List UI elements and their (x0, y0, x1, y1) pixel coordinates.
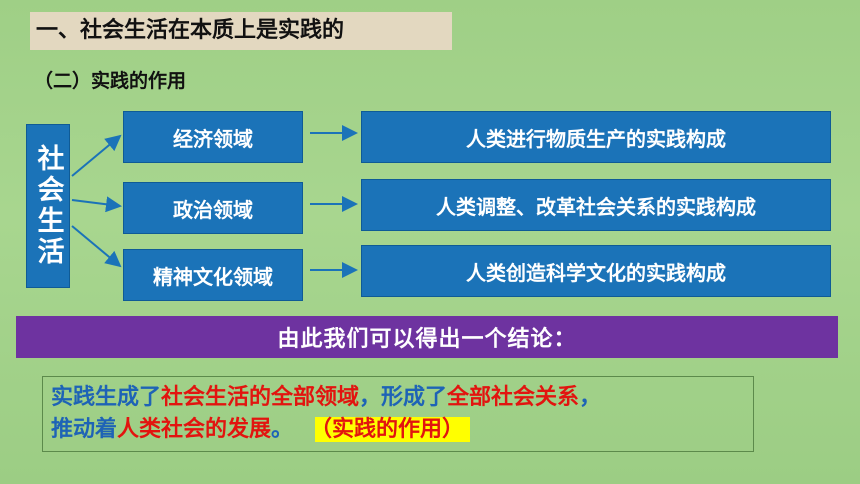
arrow-to-cultural (71, 225, 122, 268)
slide-title: 一、社会生活在本质上是实践的 (30, 12, 452, 50)
domain-political: 政治领域 (123, 182, 303, 234)
domain-economic: 经济领域 (123, 111, 303, 163)
conclusion-text: 推动着 (51, 417, 118, 442)
result-cultural: 人类创造科学文化的实践构成 (361, 245, 831, 297)
social-life-label: 社会生活 (26, 124, 70, 288)
conclusion-line-2: 推动着人类社会的发展。 （实践的作用） (51, 414, 745, 446)
section-subtitle: （二）实践的作用 (34, 70, 187, 92)
conclusion-box: 实践生成了社会生活的全部领域，形成了全部社会关系， 推动着人类社会的发展。 （实践… (42, 376, 754, 452)
conclusion-text: ， (579, 385, 602, 410)
result-political: 人类调整、改革社会关系的实践构成 (361, 179, 831, 231)
result-economic: 人类进行物质生产的实践构成 (361, 111, 831, 163)
function-highlight: （实践的作用） (315, 417, 471, 442)
conclusion-text: 。 (271, 417, 294, 442)
domain-cultural: 精神文化领域 (123, 249, 303, 301)
conclusion-text: ，形成了 (359, 385, 448, 410)
arrow-to-political (71, 196, 122, 213)
conclusion-emphasis: 人类社会的发展 (117, 417, 272, 442)
conclusion-line-1: 实践生成了社会生活的全部领域，形成了全部社会关系， (51, 382, 745, 414)
conclusion-emphasis: 社会生活的全部领域 (161, 385, 360, 410)
conclusion-emphasis: 全部社会关系 (447, 385, 580, 410)
conclusion-banner: 由此我们可以得出一个结论： (16, 316, 838, 358)
arrow-to-economic (71, 134, 122, 177)
conclusion-text: 实践生成了 (51, 385, 162, 410)
